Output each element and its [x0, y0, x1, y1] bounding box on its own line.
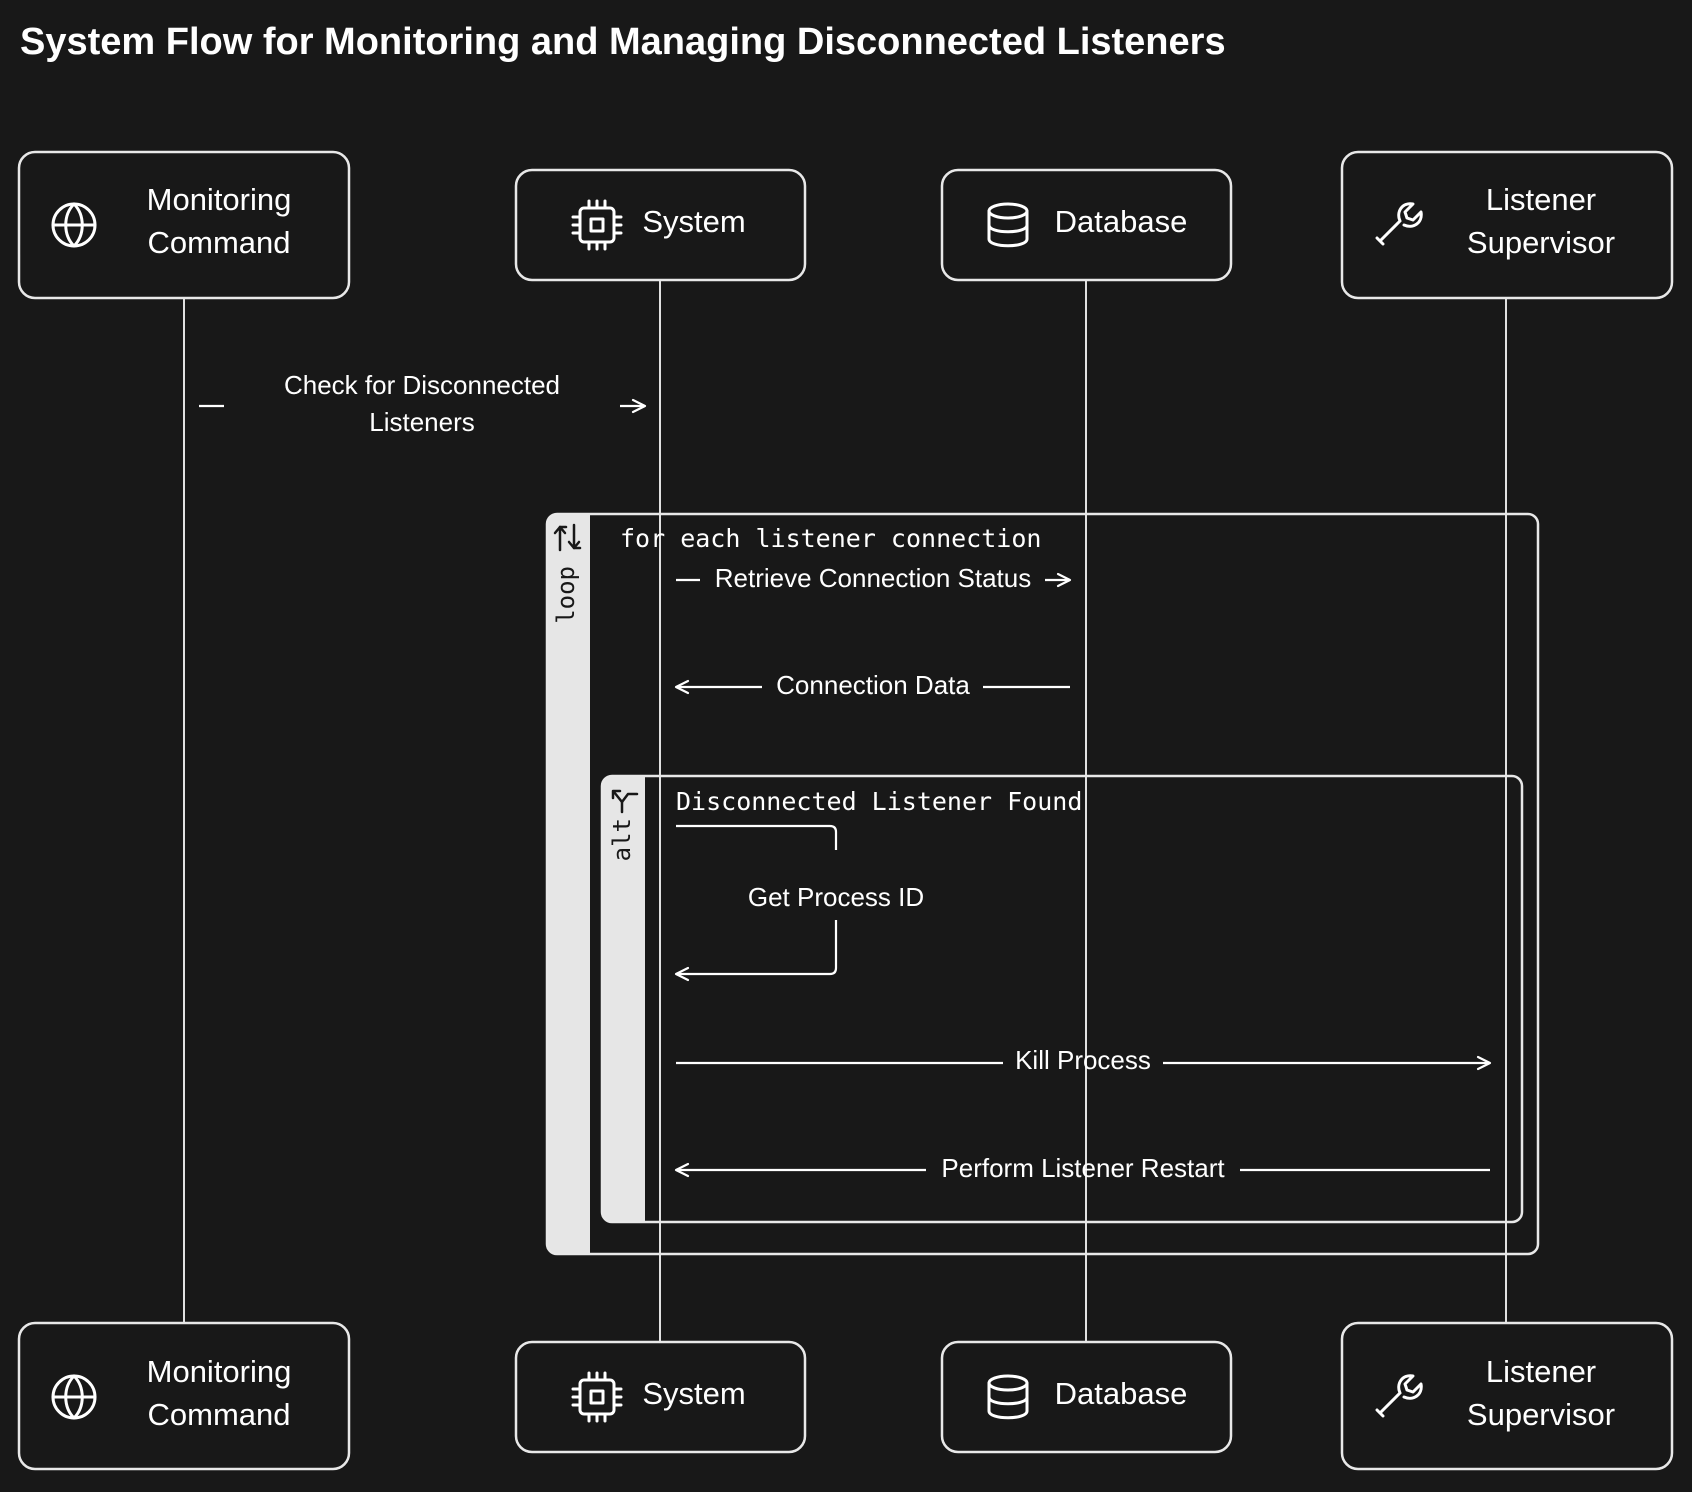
globe-icon	[51, 202, 97, 248]
loop-icon	[553, 523, 582, 552]
actor-monitoring-command-top[interactable]: Monitoring Command	[17, 150, 351, 300]
message-label: Listeners	[369, 407, 475, 437]
actor-label: System	[642, 1376, 745, 1411]
loop-frame: loop for each listener connection	[545, 512, 1540, 1256]
actor-database-top[interactable]: Database	[940, 168, 1233, 282]
cpu-icon	[571, 199, 623, 251]
globe-icon	[51, 1374, 97, 1420]
actor-label: Monitoring	[147, 182, 292, 217]
message-label: Kill Process	[1015, 1045, 1151, 1075]
actor-label: Command	[148, 1397, 291, 1432]
alt-frame-tab	[602, 776, 645, 1222]
message-label: Retrieve Connection Status	[715, 563, 1032, 593]
message-check-for-disconnected-listeners: Check for Disconnected Listeners	[199, 370, 647, 437]
actor-label: Listener	[1486, 182, 1596, 217]
message-label: Connection Data	[776, 670, 970, 700]
message-get-process-id: Get Process ID	[674, 824, 924, 982]
message-label: Check for Disconnected	[284, 370, 560, 400]
message-connection-data: Connection Data	[674, 670, 1070, 700]
message-retrieve-connection-status: Retrieve Connection Status	[676, 563, 1072, 593]
message-label: Get Process ID	[748, 882, 924, 912]
actor-label: Database	[1055, 1376, 1188, 1411]
actor-listener-supervisor-bottom[interactable]: Listener Supervisor	[1340, 1321, 1674, 1471]
loop-frame-tag: loop	[552, 566, 580, 624]
database-icon	[987, 1374, 1029, 1420]
actor-system-top[interactable]: System	[514, 168, 807, 282]
message-perform-listener-restart: Perform Listener Restart	[674, 1153, 1490, 1183]
database-icon	[987, 202, 1029, 248]
message-kill-process: Kill Process	[676, 1045, 1492, 1075]
loop-condition: for each listener connection	[620, 524, 1041, 553]
cpu-icon	[571, 1371, 623, 1423]
wrench-icon	[1375, 1374, 1423, 1418]
alt-frame: alt Disconnected Listener Found	[600, 774, 1524, 1224]
actor-listener-supervisor-top[interactable]: Listener Supervisor	[1340, 150, 1674, 300]
actor-monitoring-command-bottom[interactable]: Monitoring Command	[17, 1321, 351, 1471]
actor-database-bottom[interactable]: Database	[940, 1340, 1233, 1454]
branch-icon	[611, 789, 639, 814]
alt-frame-tag: alt	[608, 818, 636, 861]
actor-label: Supervisor	[1467, 1397, 1615, 1432]
message-label: Perform Listener Restart	[941, 1153, 1225, 1183]
wrench-icon	[1375, 202, 1423, 246]
actor-label: Supervisor	[1467, 225, 1615, 260]
actor-system-bottom[interactable]: System	[514, 1340, 807, 1454]
actor-label: System	[642, 204, 745, 239]
actor-label: Command	[148, 225, 291, 260]
diagram-title: System Flow for Monitoring and Managing …	[20, 21, 1226, 63]
actor-label: Monitoring	[147, 1354, 292, 1389]
actor-label: Listener	[1486, 1354, 1596, 1389]
actor-label: Database	[1055, 204, 1188, 239]
alt-condition: Disconnected Listener Found	[676, 787, 1082, 816]
loop-frame-tab	[547, 514, 590, 1254]
